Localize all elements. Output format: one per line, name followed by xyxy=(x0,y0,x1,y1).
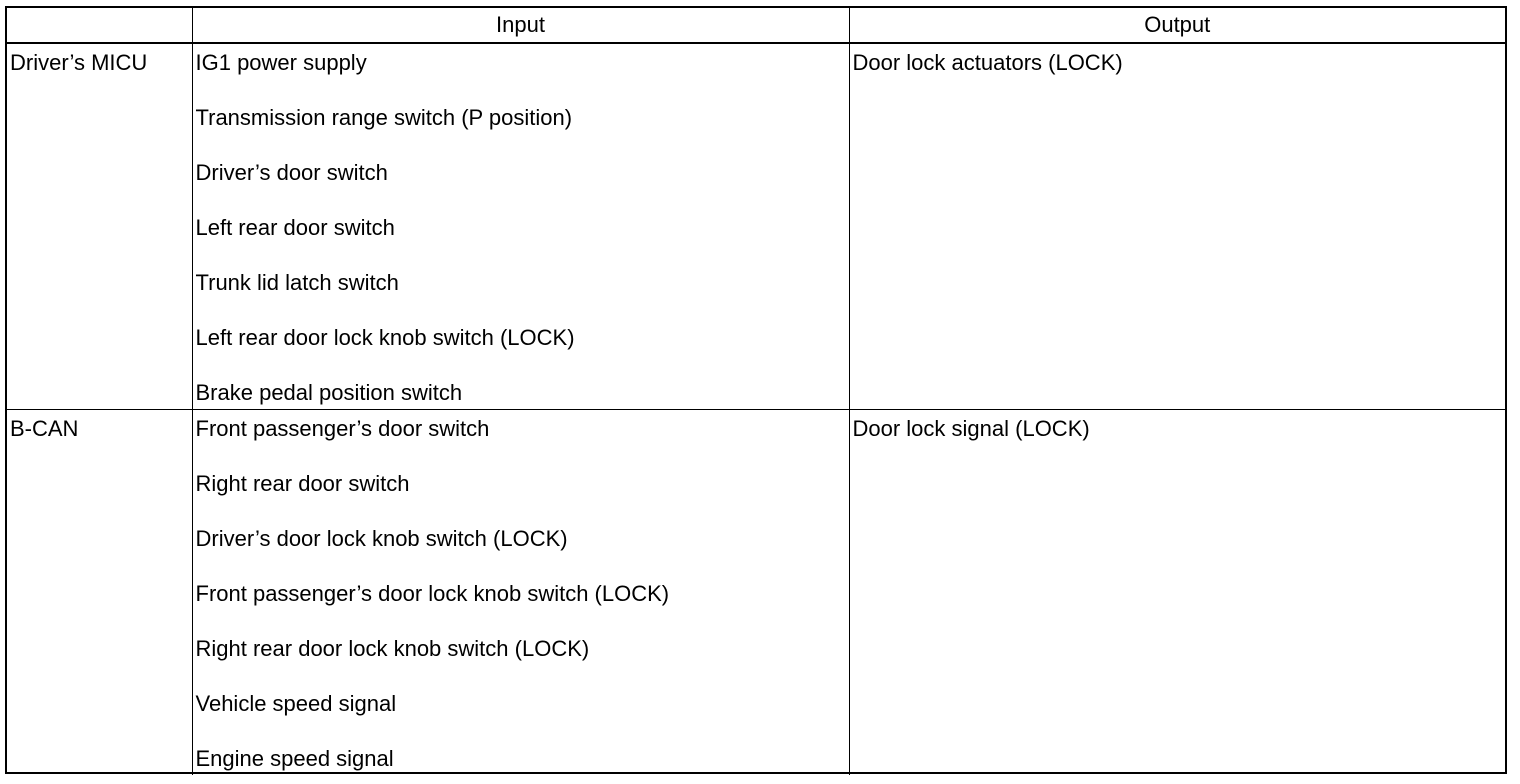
input-list: Front passenger’s door switch Right rear… xyxy=(193,410,849,775)
row-output-label: Door lock actuators (LOCK) xyxy=(852,50,1123,75)
list-item: Front passenger’s door switch xyxy=(195,416,490,441)
list-item: Vehicle speed signal xyxy=(195,691,397,716)
input-list: IG1 power supply Transmission range swit… xyxy=(193,44,849,409)
list-item: Brake pedal position switch xyxy=(195,380,463,405)
list-item: Front passenger’s door lock knob switch … xyxy=(195,581,670,606)
header-input: Input xyxy=(191,8,850,44)
list-item: Engine speed signal xyxy=(195,746,394,771)
row-source-label: Driver’s MICU xyxy=(10,50,148,75)
list-item: Transmission range switch (P position) xyxy=(195,105,573,130)
list-item: Trunk lid latch switch xyxy=(195,270,399,295)
header-output: Output xyxy=(848,8,1505,44)
list-item: Driver’s door switch xyxy=(195,160,388,185)
row-inputs-cell: Front passenger’s door switch Right rear… xyxy=(191,409,850,775)
row-output-cell: Door lock signal (LOCK) xyxy=(848,409,1505,775)
table-row: B-CAN Front passenger’s door switch Righ… xyxy=(7,409,1505,775)
list-item: IG1 power supply xyxy=(195,50,367,75)
row-inputs-cell: IG1 power supply Transmission range swit… xyxy=(191,42,850,410)
row-source-label: B-CAN xyxy=(10,416,79,441)
io-table: Input Output Driver’s MICU IG1 power sup… xyxy=(7,8,1505,775)
list-item: Driver’s door lock knob switch (LOCK) xyxy=(195,526,568,551)
row-source-cell: B-CAN xyxy=(7,409,193,775)
row-output-cell: Door lock actuators (LOCK) xyxy=(848,42,1505,410)
list-item: Left rear door lock knob switch (LOCK) xyxy=(195,325,575,350)
list-item: Right rear door switch xyxy=(195,471,410,496)
list-item: Left rear door switch xyxy=(195,215,395,240)
row-source-cell: Driver’s MICU xyxy=(7,42,193,410)
door-lock-io-table: Input Output Driver’s MICU IG1 power sup… xyxy=(5,6,1507,775)
row-output-label: Door lock signal (LOCK) xyxy=(852,416,1090,441)
table-row: Driver’s MICU IG1 power supply Transmiss… xyxy=(7,42,1505,410)
table-header-row: Input Output xyxy=(7,8,1505,44)
header-source xyxy=(7,8,193,44)
list-item: Right rear door lock knob switch (LOCK) xyxy=(195,636,590,661)
